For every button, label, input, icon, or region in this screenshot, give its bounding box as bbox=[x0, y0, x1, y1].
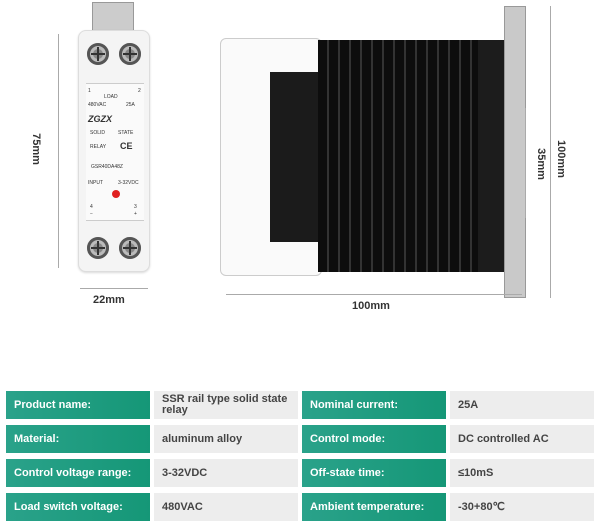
dim-line-height-side bbox=[550, 6, 551, 298]
spec-value: 25A bbox=[450, 391, 594, 419]
spec-value: ≤10mS bbox=[450, 459, 594, 487]
spec-key: Control mode: bbox=[302, 425, 446, 453]
label-model: GSR40DA48Z bbox=[91, 164, 123, 170]
relay-label-panel: 1 LOAD 2 480VAC 25A ZGZX SOLID STATE REL… bbox=[86, 83, 144, 221]
screw-terminal-1 bbox=[87, 43, 109, 65]
spec-key: Ambient temperature: bbox=[302, 493, 446, 521]
screw-terminal-2 bbox=[119, 43, 141, 65]
spec-key: Control voltage range: bbox=[6, 459, 150, 487]
screw-terminal-4 bbox=[87, 237, 109, 259]
spec-row: Product name: SSR rail type solid state … bbox=[6, 391, 594, 419]
label-voltage: 480VAC bbox=[88, 102, 107, 108]
label-state: STATE bbox=[118, 130, 134, 136]
label-input-range: 3-32VDC bbox=[118, 180, 139, 186]
label-plus: + bbox=[134, 211, 137, 217]
label-terminal-2: 2 bbox=[138, 88, 141, 94]
spec-value: aluminum alloy bbox=[154, 425, 298, 453]
din-clip-top bbox=[92, 2, 134, 34]
relay-side-cover bbox=[270, 72, 325, 242]
label-minus: − bbox=[90, 211, 93, 217]
spec-key: Nominal current: bbox=[302, 391, 446, 419]
spec-table: Product name: SSR rail type solid state … bbox=[2, 385, 598, 527]
dim-height-front: 75mm bbox=[29, 133, 42, 165]
dim-width-front: 22mm bbox=[93, 294, 125, 306]
heatsink bbox=[318, 40, 478, 272]
dim-width-side: 100mm bbox=[352, 300, 390, 312]
label-current: 25A bbox=[126, 102, 135, 108]
spec-value: 3-32VDC bbox=[154, 459, 298, 487]
relay-front-view: 1 LOAD 2 480VAC 25A ZGZX SOLID STATE REL… bbox=[78, 30, 150, 272]
spec-key: Material: bbox=[6, 425, 150, 453]
heatsink-base bbox=[478, 40, 506, 272]
spec-value: -30+80℃ bbox=[450, 493, 594, 521]
label-load: LOAD bbox=[104, 94, 118, 100]
spec-key: Load switch voltage: bbox=[6, 493, 150, 521]
label-terminal-3: 3 bbox=[134, 204, 137, 210]
dim-line-width-side bbox=[226, 294, 522, 295]
dim-line-depth-side bbox=[525, 108, 526, 218]
ce-mark: CE bbox=[120, 141, 133, 151]
spec-value: DC controlled AC bbox=[450, 425, 594, 453]
spec-value: 480VAC bbox=[154, 493, 298, 521]
label-terminal-1: 1 bbox=[88, 88, 91, 94]
label-solid: SOLID bbox=[90, 130, 106, 136]
label-terminal-4: 4 bbox=[90, 204, 93, 210]
dim-height-side: 100mm bbox=[554, 140, 567, 178]
spec-key: Off-state time: bbox=[302, 459, 446, 487]
spec-value: SSR rail type solid state relay bbox=[154, 391, 298, 419]
spec-row: Material: aluminum alloy Control mode: D… bbox=[6, 425, 594, 453]
screw-terminal-3 bbox=[119, 237, 141, 259]
dim-line-width-front bbox=[80, 288, 148, 289]
brand-logo: ZGZX bbox=[88, 114, 112, 124]
din-rail-clip bbox=[504, 6, 526, 298]
dim-line-height-front bbox=[58, 34, 59, 268]
label-input: INPUT bbox=[88, 180, 103, 186]
dim-depth-side: 35mm bbox=[534, 148, 547, 180]
spec-key: Product name: bbox=[6, 391, 150, 419]
label-relay: RELAY bbox=[90, 144, 107, 150]
indicator-led bbox=[112, 190, 120, 198]
spec-row: Control voltage range: 3-32VDC Off-state… bbox=[6, 459, 594, 487]
spec-row: Load switch voltage: 480VAC Ambient temp… bbox=[6, 493, 594, 521]
